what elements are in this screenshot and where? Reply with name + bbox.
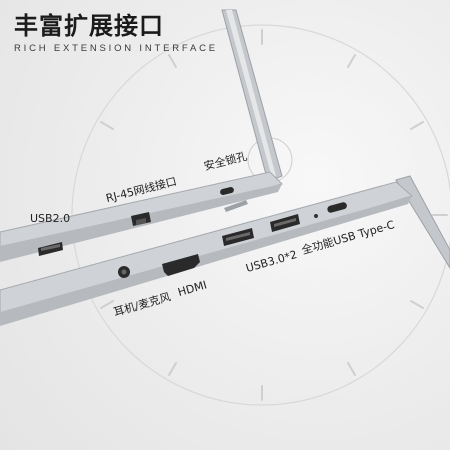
- rj45-port-icon: [131, 212, 151, 226]
- usb-typec-port-icon: [327, 202, 347, 213]
- hdmi-port-icon: [162, 254, 200, 276]
- usb3-port-icon: [222, 228, 254, 246]
- page-title: 丰富扩展接口: [14, 12, 164, 40]
- audio-jack-icon: [118, 266, 130, 278]
- usb2-port-icon: [38, 242, 63, 256]
- usb3-port-2-icon: [270, 214, 300, 232]
- security-lock-slot-icon: [220, 187, 234, 195]
- label-usb20: USB2.0: [30, 212, 71, 225]
- led-indicator-icon: [314, 214, 318, 218]
- page-subtitle: RICH EXTENSION INTERFACE: [14, 43, 218, 54]
